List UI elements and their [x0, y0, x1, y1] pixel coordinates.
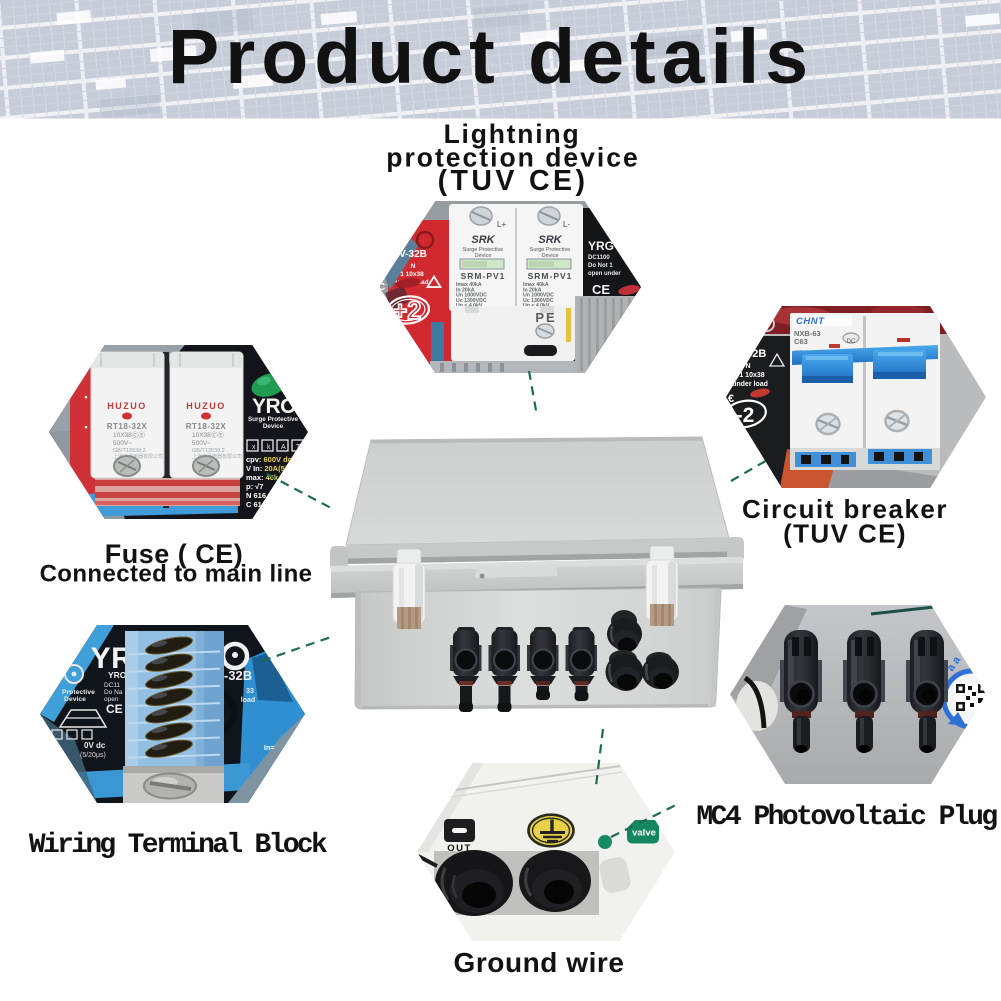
svg-text:(TUV CE): (TUV CE) — [783, 519, 907, 549]
svg-text:Uc 1300VDC: Uc 1300VDC — [456, 298, 487, 304]
svg-text:In 20kA: In 20kA — [456, 287, 475, 293]
svg-text:YRO: YRO — [108, 670, 127, 680]
svg-text:L+: L+ — [497, 220, 506, 229]
svg-text:YRG: YRG — [588, 239, 614, 253]
svg-text:open: open — [104, 696, 119, 703]
svg-text:N 616: N 616 — [246, 491, 266, 500]
svg-text:Connected to main line: Connected to main line — [40, 561, 313, 588]
svg-text:SRM-PV1: SRM-PV1 — [461, 271, 506, 281]
svg-text:N: N — [411, 263, 416, 270]
svg-text:Device: Device — [64, 696, 86, 703]
svg-text:N: N — [745, 363, 750, 370]
svg-text:HUZUO: HUZUO — [186, 401, 226, 411]
svg-text:10X38: 10X38 — [113, 432, 132, 439]
svg-text:33: 33 — [246, 688, 254, 695]
svg-text:SRK: SRK — [471, 234, 495, 246]
svg-text:上海于丞电器有限公司: 上海于丞电器有限公司 — [192, 453, 242, 460]
svg-text:SRK: SRK — [538, 234, 562, 246]
svg-text:NXB-63: NXB-63 — [794, 329, 821, 338]
svg-text:▪: ▪ — [84, 392, 87, 402]
svg-text:In=: In= — [264, 745, 274, 752]
svg-text:In 20kA: In 20kA — [523, 287, 542, 293]
svg-text:cpv: 600V dc: cpv: 600V dc — [246, 455, 292, 464]
svg-text:500V~: 500V~ — [192, 440, 211, 447]
svg-text:protection device: protection device — [386, 143, 639, 173]
svg-text:RT18-32X: RT18-32X — [107, 422, 148, 431]
svg-text:(5/20μs): (5/20μs) — [80, 752, 106, 759]
svg-text:1 10x38: 1 10x38 — [400, 271, 424, 278]
svg-text:Imax 40kA: Imax 40kA — [523, 282, 549, 288]
svg-text:CHNT: CHNT — [796, 316, 825, 327]
svg-text:Wiring Terminal Block: Wiring Terminal Block — [29, 830, 328, 861]
svg-text:C: C — [378, 282, 385, 293]
svg-text:▪: ▪ — [84, 422, 87, 432]
svg-text:Product details: Product details — [168, 14, 814, 100]
svg-text:DC11: DC11 — [104, 682, 121, 689]
svg-text:Un 1000VDC: Un 1000VDC — [456, 293, 487, 299]
svg-text:RT18-32X: RT18-32X — [186, 422, 227, 431]
svg-text:C63: C63 — [794, 337, 808, 346]
svg-text:-32B: -32B — [224, 668, 252, 683]
svg-text:k: k — [267, 444, 271, 451]
svg-text:under load: under load — [732, 381, 768, 388]
svg-text:Do Not 1: Do Not 1 — [588, 263, 613, 269]
svg-text:Fuse ( CE): Fuse ( CE) — [105, 539, 244, 569]
svg-text:Imax 40kA: Imax 40kA — [456, 282, 482, 288]
svg-text:A: A — [281, 444, 286, 451]
svg-text:GB/T13539.2: GB/T13539.2 — [113, 448, 146, 454]
svg-text:OUT: OUT — [447, 843, 472, 854]
svg-text:Surge Protective: Surge Protective — [463, 247, 504, 253]
svg-text:Protective: Protective — [62, 689, 95, 696]
svg-text:0V dc: 0V dc — [84, 741, 106, 750]
svg-text:Ground wire: Ground wire — [454, 947, 625, 978]
svg-text:L-: L- — [563, 220, 570, 229]
svg-text:V In: 20A(5/: V In: 20A(5/ — [246, 464, 288, 473]
svg-text:HUZUO: HUZUO — [107, 401, 147, 411]
svg-text:上海于丞电器有限公司: 上海于丞电器有限公司 — [113, 453, 163, 460]
svg-text:GB/T13539.2: GB/T13539.2 — [192, 448, 225, 454]
svg-text:x: x — [252, 444, 256, 451]
svg-text:Uc 1300VDC: Uc 1300VDC — [523, 298, 554, 304]
svg-text:ⒸⒺ: ⒸⒺ — [211, 431, 225, 439]
svg-text:Device: Device — [542, 253, 559, 259]
svg-text:valve: valve — [632, 828, 656, 839]
svg-text:€: € — [728, 393, 734, 405]
svg-text:load: load — [241, 697, 255, 704]
svg-text:1 10x38: 1 10x38 — [739, 372, 764, 379]
svg-text:open under: open under — [588, 271, 621, 277]
svg-text:YRO: YRO — [252, 395, 296, 418]
svg-text:ⒸⒺ: ⒸⒺ — [132, 431, 146, 439]
svg-text:DC: DC — [847, 339, 856, 345]
svg-text:p: √7: p: √7 — [246, 482, 263, 491]
svg-text:Circuit breaker: Circuit breaker — [742, 494, 948, 524]
svg-text:SRM-PV1: SRM-PV1 — [528, 271, 573, 281]
svg-text:Surge Protective: Surge Protective — [530, 247, 571, 253]
svg-text:Device: Device — [263, 423, 284, 430]
svg-text:Un 1000VDC: Un 1000VDC — [523, 293, 554, 299]
svg-text:Device: Device — [475, 253, 492, 259]
svg-text:CE: CE — [106, 702, 123, 716]
svg-text:PE: PE — [535, 310, 556, 325]
svg-text:CE: CE — [592, 282, 610, 297]
svg-text:DC1100: DC1100 — [588, 255, 610, 261]
svg-text:500V~: 500V~ — [113, 440, 132, 447]
svg-text:Lightning: Lightning — [444, 119, 581, 149]
svg-text:V-32B: V-32B — [399, 249, 427, 260]
svg-text:Do Na: Do Na — [104, 689, 123, 696]
svg-text:(TUV CE): (TUV CE) — [438, 165, 589, 197]
svg-text:10X38: 10X38 — [192, 432, 211, 439]
svg-text:MC4 Photovoltaic Plug: MC4 Photovoltaic Plug — [696, 802, 997, 833]
svg-text:C 61: C 61 — [246, 500, 262, 509]
svg-text:Surge Protective: Surge Protective — [248, 416, 299, 423]
